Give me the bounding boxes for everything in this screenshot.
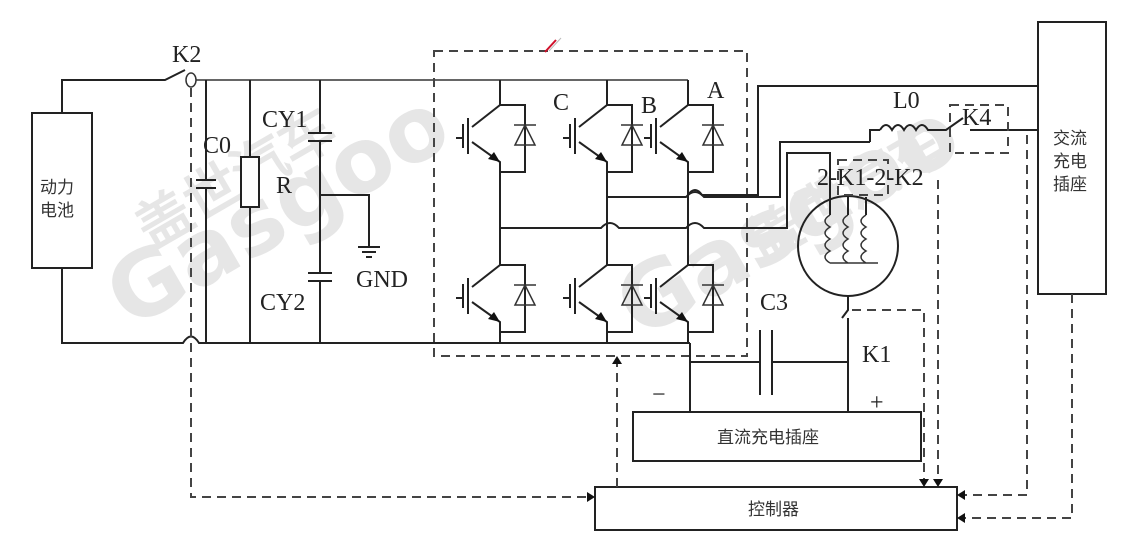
k4-control-line (965, 135, 1028, 496)
plus-label: + (870, 390, 884, 416)
inverter-legs (456, 80, 725, 343)
c3-label: C3 (760, 290, 788, 316)
k1-control-line (852, 309, 925, 480)
ground-icon (358, 246, 380, 258)
cy1-label: CY1 (262, 107, 307, 133)
lower-igbt-1-diode-wire (607, 264, 633, 333)
battery-label-line2: 电池 (40, 201, 74, 221)
upper-igbt-1-emitter-arrow (595, 152, 607, 162)
phase-b-output (607, 141, 870, 198)
l0-lead (869, 129, 880, 142)
lower-igbt-2-gate (644, 278, 657, 314)
upper-igbt-1-collector (578, 80, 608, 128)
k4-arrow-left (957, 490, 965, 500)
phase-b-label: B (641, 93, 657, 119)
upper-igbt-1-gate (563, 118, 576, 154)
upper-igbt-2-diode-wire (688, 104, 714, 173)
gnd-wire (320, 194, 370, 247)
upper-igbt-2-emitter-arrow (676, 152, 688, 162)
lower-igbt-1-collector (578, 240, 608, 288)
controller (594, 486, 958, 531)
lower-igbt-2-diode-wire (688, 264, 714, 333)
cy1-symbol (308, 132, 332, 142)
k2-contact (185, 72, 197, 88)
upper-igbt-0-gate (456, 118, 469, 154)
k2-control-line (190, 88, 588, 498)
motor-neutral (841, 296, 849, 319)
ac-arrow-left (957, 513, 965, 523)
phase-c-output (500, 152, 831, 229)
ac-socket-label-line1: 交流 (1053, 129, 1087, 149)
lower-igbt-1-diode-icon (620, 283, 644, 306)
r-label: R (276, 173, 292, 199)
motor-windings (824, 214, 878, 264)
motor-switch-label: 2-K1-2-K2 (817, 165, 924, 191)
lower-igbt-2-emitter-arrow (676, 312, 688, 322)
upper-igbt-1-diode-wire (607, 104, 633, 173)
k1-arrow-down (919, 479, 929, 487)
ac-charging-socket (1037, 21, 1107, 295)
ac-socket-label-line2: 充电 (1053, 152, 1087, 172)
lower-igbt-1-emitter-arrow (595, 312, 607, 322)
phase-a-label: A (707, 78, 725, 104)
lower-igbt-0-gate (456, 278, 469, 314)
upper-igbt-1-diode-icon (620, 123, 644, 146)
dc-socket-label: 直流充电插座 (717, 428, 819, 448)
inverter-arrow-up (612, 356, 622, 364)
c3-and-k1-wires (689, 318, 849, 412)
gnd-label: GND (356, 267, 408, 293)
cy2-label: CY2 (260, 290, 305, 316)
controller-arrow-left (587, 492, 595, 502)
phase-c-label: C (553, 90, 569, 116)
c0-label: C0 (203, 133, 231, 159)
k4-boundary (949, 104, 1009, 154)
k1-label: K1 (862, 342, 891, 368)
power-battery: 动力 电池 (31, 112, 93, 269)
battery-box (31, 112, 93, 269)
battery-label-line1: 动力 (40, 178, 74, 198)
dc-charging-socket (632, 411, 922, 462)
c0-symbol (196, 179, 216, 189)
controller-label: 控制器 (748, 500, 799, 520)
upper-igbt-2-gate (644, 118, 657, 154)
cy2-symbol (308, 272, 332, 282)
upper-igbt-0-diode-wire (500, 104, 526, 173)
k1-k2-boundary (837, 159, 889, 196)
ac-socket-label-line3: 插座 (1053, 175, 1087, 195)
l0-inductor (879, 117, 1038, 132)
motor-leads (829, 197, 867, 215)
red-marker-icon (544, 37, 562, 53)
k2-arrow-down (933, 479, 943, 487)
k4-label: K4 (962, 105, 991, 131)
k2-label: K2 (172, 42, 201, 68)
upper-igbt-0-emitter-arrow (488, 152, 500, 162)
minus-label: − (652, 382, 666, 408)
lower-igbt-0-emitter-arrow (488, 312, 500, 322)
battery-positive-wire (61, 69, 186, 113)
r-symbol (240, 156, 260, 208)
upper-igbt-2-collector (659, 80, 689, 128)
inverter-boundary (433, 50, 748, 357)
lower-igbt-0-diode-wire (500, 264, 526, 333)
upper-igbt-0-collector (471, 80, 501, 128)
lower-igbt-0-collector (471, 240, 501, 288)
upper-igbt-0-diode-icon (513, 123, 537, 146)
ac-socket-control-line (965, 294, 1073, 519)
lower-igbt-0-diode-icon (513, 283, 537, 306)
l0-label: L0 (893, 88, 920, 114)
lower-igbt-1-gate (563, 278, 576, 314)
lower-igbt-2-diode-icon (701, 283, 725, 306)
upper-igbt-2-diode-icon (701, 123, 725, 146)
